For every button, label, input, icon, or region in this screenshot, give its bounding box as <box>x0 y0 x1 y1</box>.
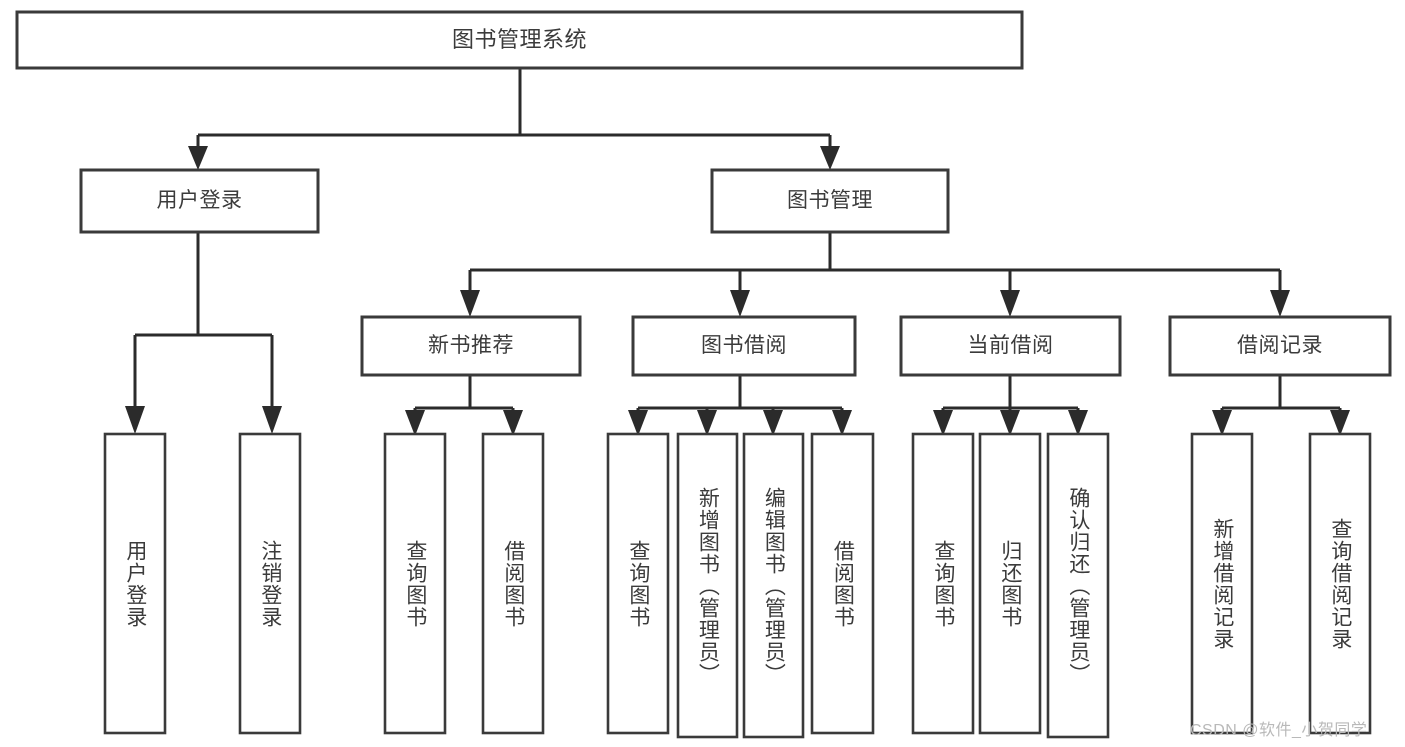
node-box-leaf-query-book-3[interactable] <box>911 432 975 735</box>
node-box-leaf-user-login[interactable] <box>103 432 167 735</box>
arrow-to-leaf-borrow-book-2-icon <box>832 410 852 436</box>
node-box-book-management[interactable] <box>710 168 950 234</box>
node-box-leaf-borrow-book-1[interactable] <box>481 432 545 735</box>
arrow-to-leaf-logout-login-icon <box>262 406 282 434</box>
node-box-book-borrow[interactable] <box>631 315 857 377</box>
node-box-leaf-query-record[interactable] <box>1308 432 1372 735</box>
arrow-to-leaf-user-login-icon <box>125 406 145 434</box>
node-box-new-book-recommend[interactable] <box>360 315 582 377</box>
arrow-to-leaf-add-book-icon <box>697 410 717 436</box>
node-box-leaf-query-book-1[interactable] <box>383 432 447 735</box>
arrow-to-new-book-recommend-icon <box>460 290 480 317</box>
arrow-to-borrow-record-icon <box>1270 290 1290 317</box>
connector-group-root <box>188 68 840 170</box>
node-box-leaf-add-book[interactable] <box>676 432 739 739</box>
node-box-borrow-record[interactable] <box>1168 315 1392 377</box>
node-box-leaf-confirm-return[interactable] <box>1046 432 1110 739</box>
connector-group-user-login <box>125 232 282 434</box>
node-box-current-borrow[interactable] <box>899 315 1122 377</box>
arrow-to-leaf-return-book-icon <box>1000 410 1020 436</box>
node-box-leaf-return-book[interactable] <box>978 432 1042 735</box>
connector-group-current-borrow <box>933 375 1088 436</box>
connector-group-borrow-record <box>1212 375 1350 436</box>
node-box-leaf-logout-login[interactable] <box>238 432 302 735</box>
arrow-to-leaf-add-record-icon <box>1212 410 1232 436</box>
node-box-leaf-add-record[interactable] <box>1190 432 1254 735</box>
node-box-leaf-edit-book[interactable] <box>742 432 805 739</box>
connector-group-new-book-recommend <box>405 375 523 436</box>
arrow-to-book-borrow-icon <box>730 290 750 317</box>
connector-group-book-management <box>460 232 1290 317</box>
arrow-to-leaf-borrow-book-1-icon <box>503 410 523 436</box>
node-box-root[interactable] <box>15 10 1024 70</box>
arrow-to-user-login-icon <box>188 146 208 170</box>
connector-group-book-borrow <box>628 375 852 436</box>
arrow-to-book-management-icon <box>820 146 840 170</box>
arrow-to-leaf-query-book-3-icon <box>933 410 953 436</box>
arrow-to-leaf-query-book-1-icon <box>405 410 425 436</box>
arrow-to-leaf-confirm-return-icon <box>1068 410 1088 436</box>
arrow-to-leaf-query-record-icon <box>1330 410 1350 436</box>
arrow-to-leaf-edit-book-icon <box>763 410 783 436</box>
arrow-to-leaf-query-book-2-icon <box>628 410 648 436</box>
node-box-user-login[interactable] <box>79 168 320 234</box>
node-box-leaf-borrow-book-2[interactable] <box>810 432 875 735</box>
arrow-to-current-borrow-icon <box>1000 290 1020 317</box>
node-box-leaf-query-book-2[interactable] <box>606 432 670 735</box>
